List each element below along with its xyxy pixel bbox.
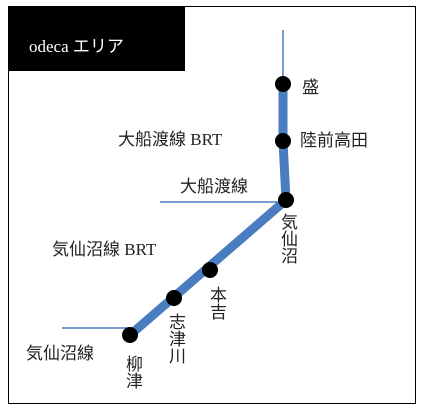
station-label-rikuzentakata: 陸前高田 <box>300 131 368 150</box>
station-dot-kesennuma[interactable] <box>278 192 294 208</box>
station-dot-motoyoshi[interactable] <box>202 262 218 278</box>
station-label-sakari: 盛 <box>302 78 319 97</box>
station-label-motoyoshi: 本吉 <box>207 286 226 320</box>
station-label-kesennuma: 気仙沼 <box>278 213 297 264</box>
station-dot-yanaizu[interactable] <box>122 327 138 343</box>
line-label-kesennuma-brt: 気仙沼線 BRT <box>52 240 157 259</box>
station-dot-shizugawa[interactable] <box>166 290 182 306</box>
map-frame <box>8 6 416 404</box>
area-title-badge: odeca エリア <box>9 7 185 71</box>
line-label-ofunato-brt: 大船渡線 BRT <box>118 130 223 149</box>
station-label-yanaizu: 柳津 <box>123 355 142 389</box>
station-label-shizugawa: 志津川 <box>166 313 185 364</box>
line-label-ofunato: 大船渡線 <box>180 177 248 196</box>
line-label-kesennuma: 気仙沼線 <box>26 344 94 363</box>
station-dot-sakari[interactable] <box>275 76 291 92</box>
station-dot-rikuzentakata[interactable] <box>275 133 291 149</box>
area-title: odeca エリア <box>29 37 124 56</box>
